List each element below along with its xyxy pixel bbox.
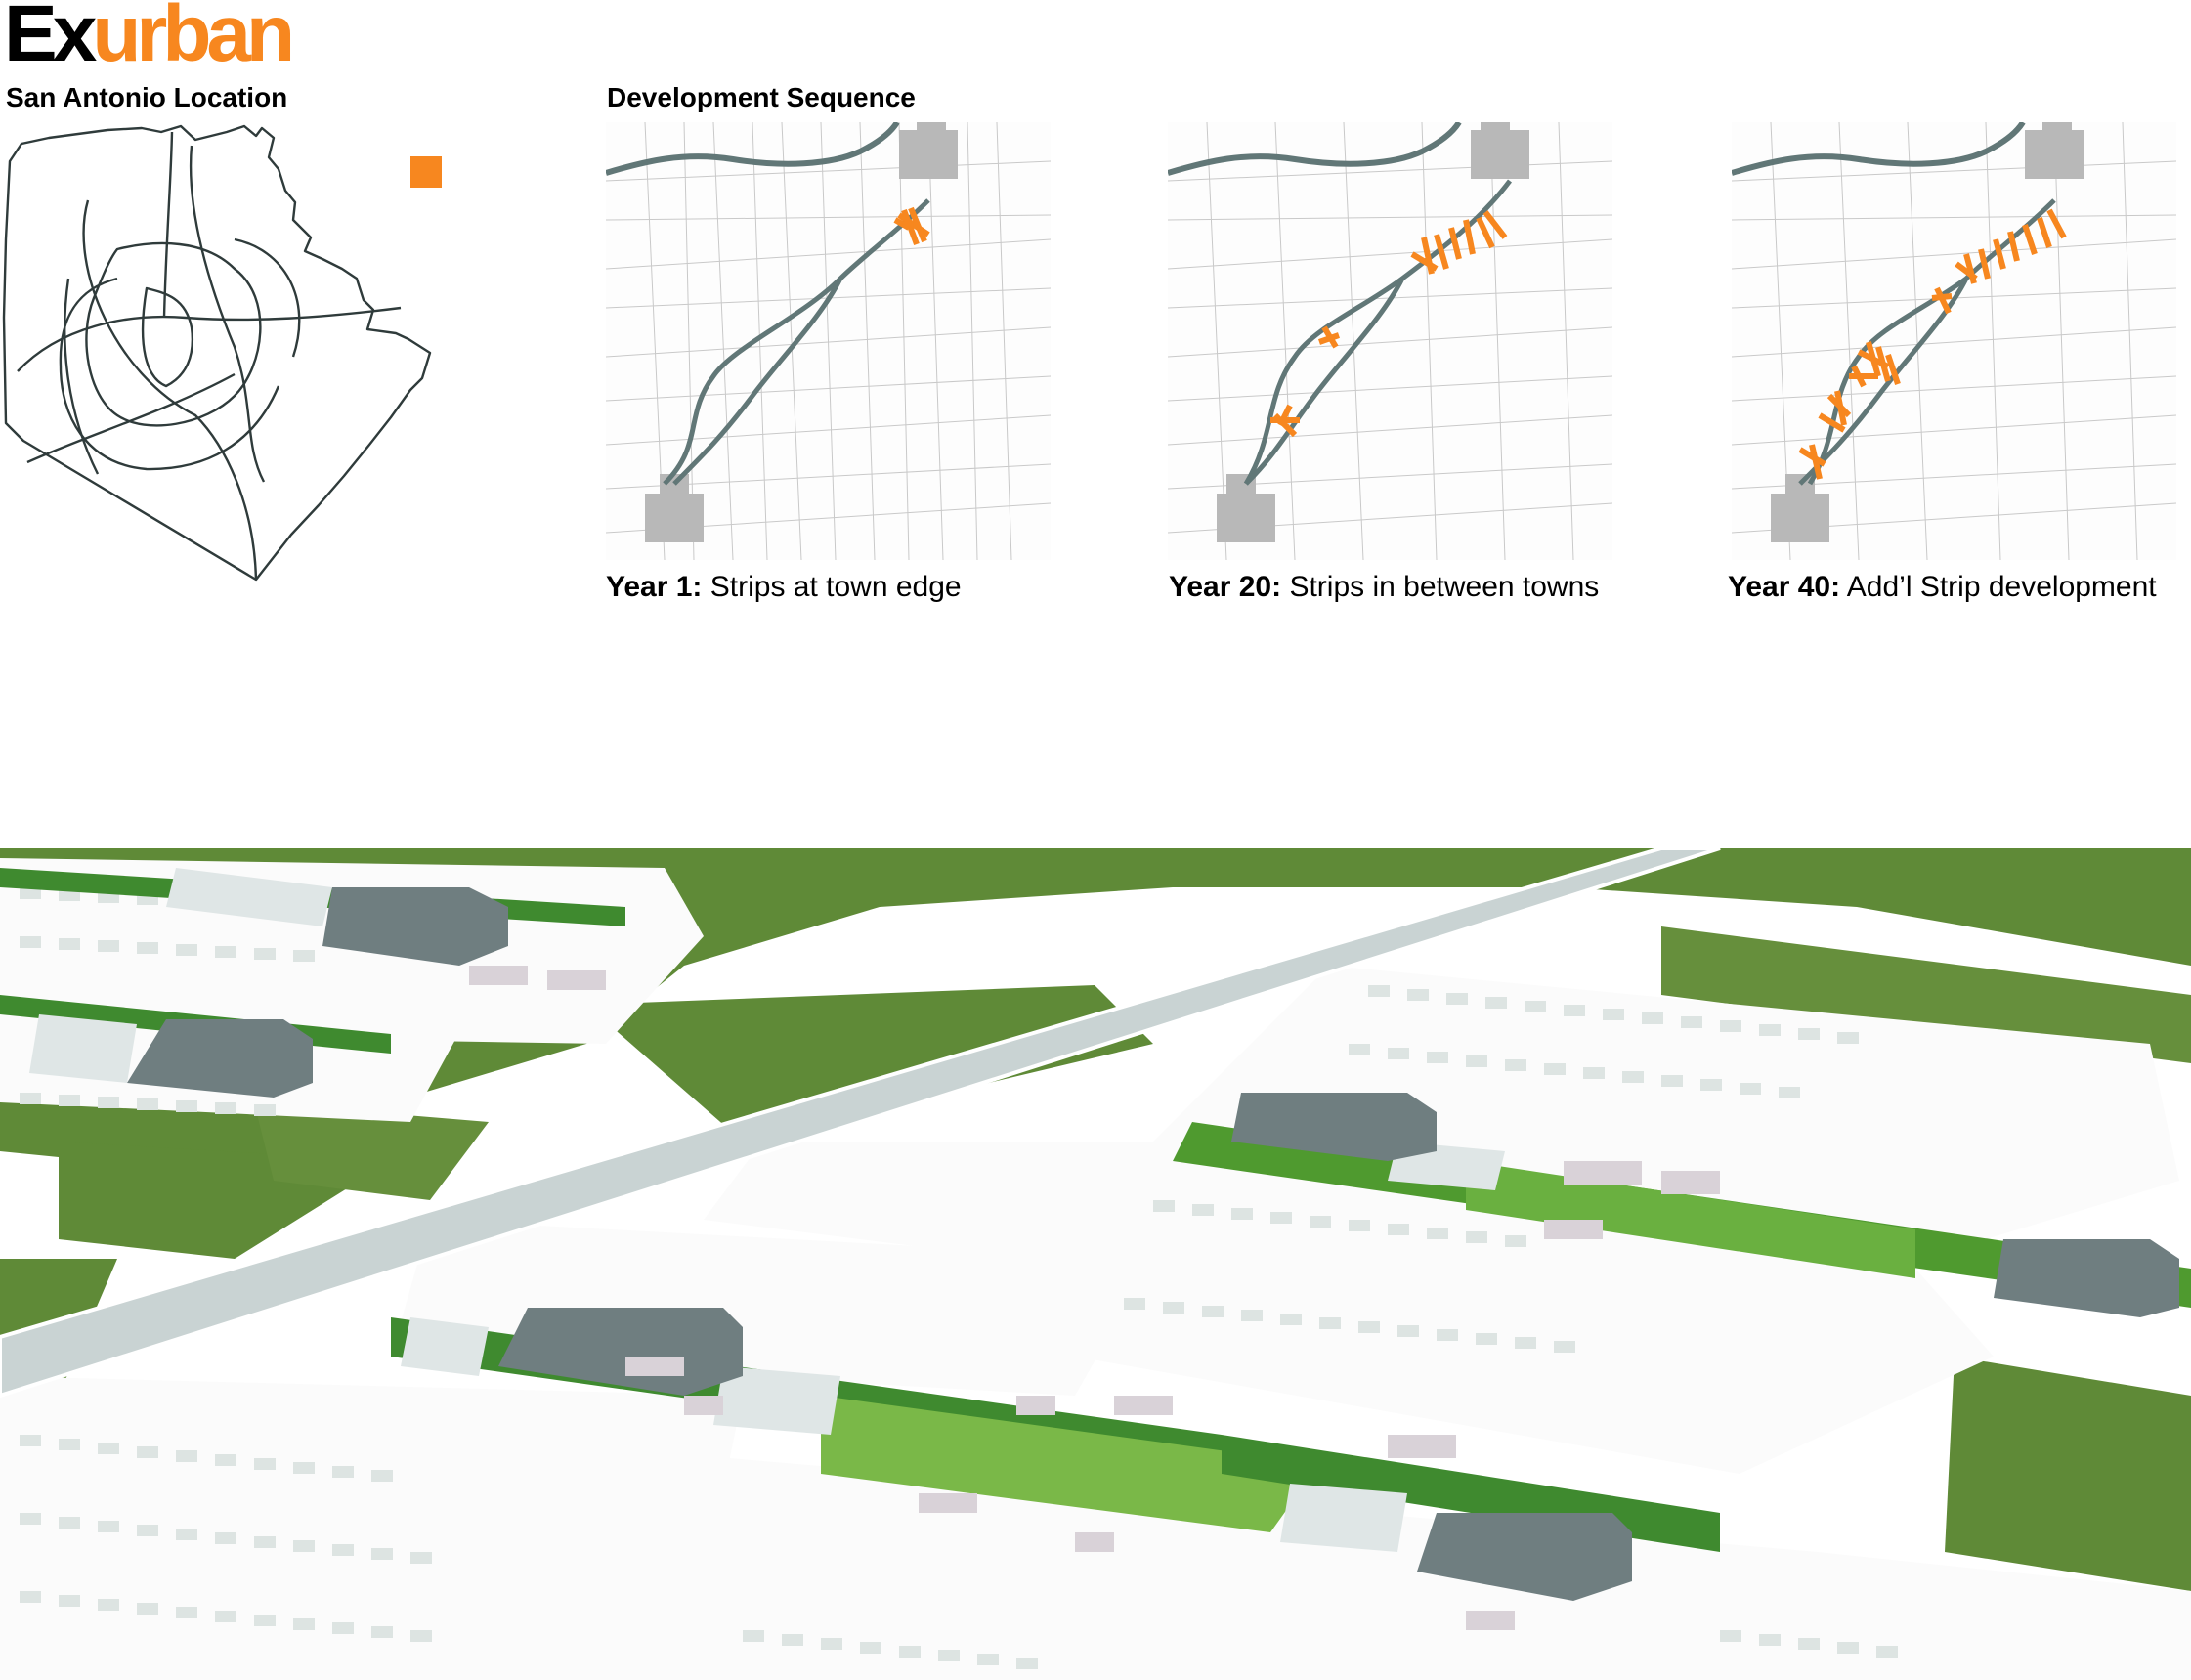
location-marker bbox=[410, 156, 442, 188]
location-label: San Antonio Location bbox=[6, 82, 288, 112]
caption-year-20: Year 20: Strips in between towns bbox=[1169, 571, 1600, 603]
caption-year-40: Year 40: Add’l Strip development bbox=[1728, 571, 2157, 603]
sequence-label: Development Sequence bbox=[607, 82, 916, 112]
caption-year-1: Year 1: Strips at town edge bbox=[606, 571, 962, 603]
sequence-map-year-20 bbox=[1168, 122, 1612, 560]
aerial-perspective-view bbox=[0, 848, 2191, 1680]
page-title: Exurban bbox=[4, 0, 295, 78]
sequence-map-year-40 bbox=[1732, 122, 2176, 560]
san-antonio-map bbox=[0, 122, 450, 591]
sequence-map-year-1 bbox=[606, 122, 1051, 560]
